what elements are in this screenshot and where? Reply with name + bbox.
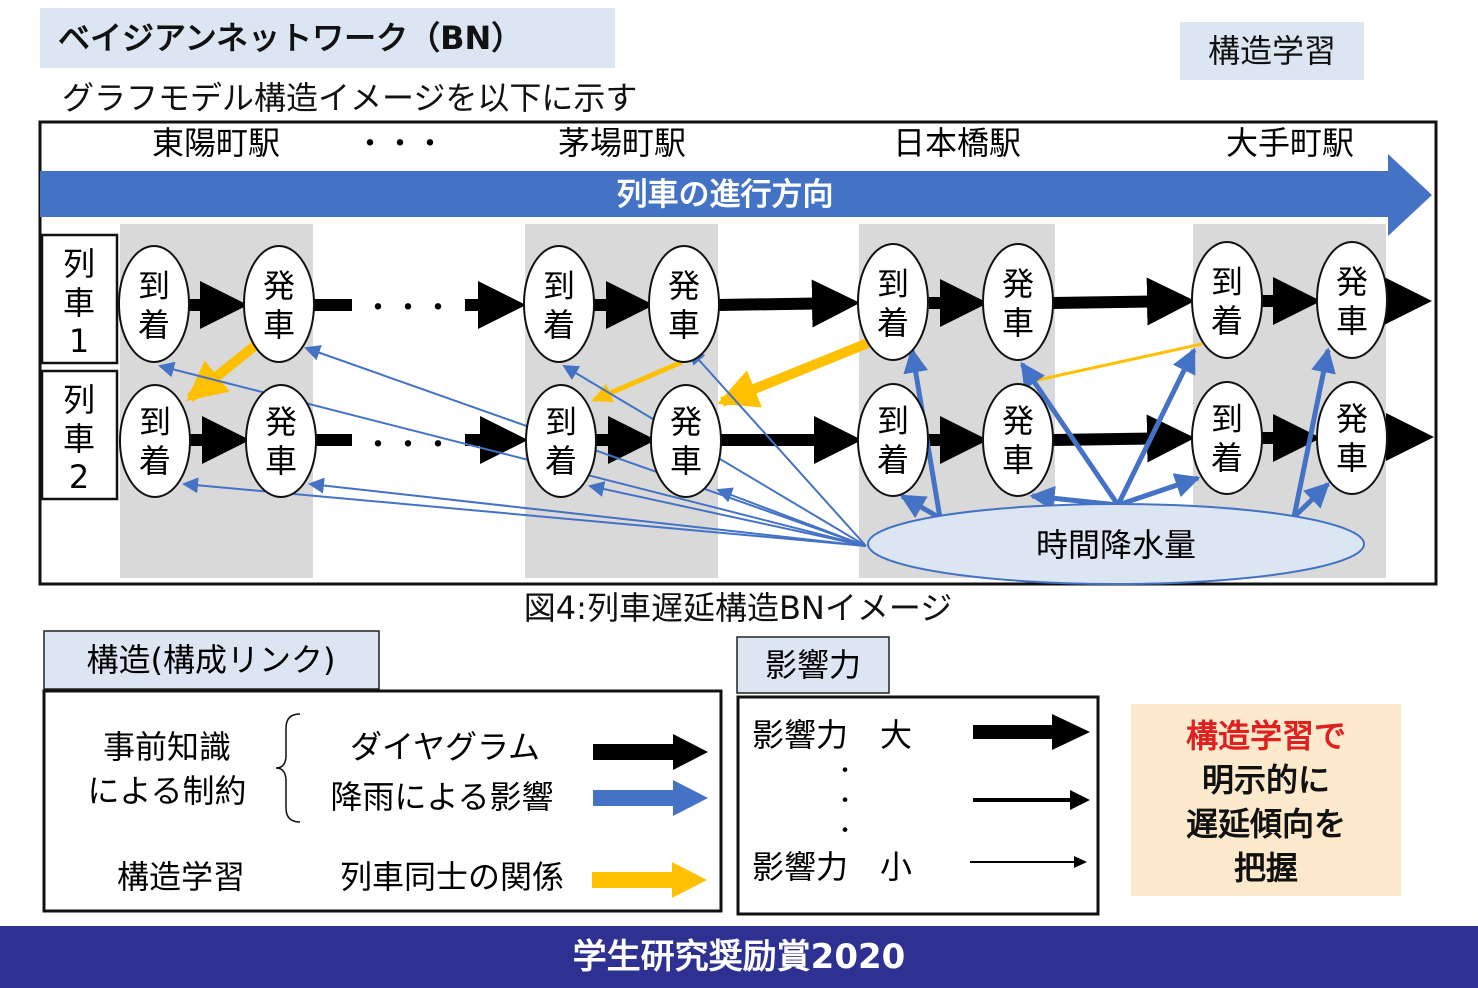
influence-dot: ・ [834, 759, 856, 784]
train-2-label: 車 [63, 420, 95, 458]
train-1-box [40, 233, 119, 365]
route-ellipsis: ・・・ [363, 291, 453, 326]
node-depart: 車 [265, 442, 297, 480]
node-arrive: 着 [1211, 439, 1243, 477]
node-depart: 車 [1336, 302, 1368, 340]
legend-rain-arrow [593, 780, 708, 816]
influence-large-label: 影響力 大 [752, 716, 912, 754]
influence-large-arrow [973, 714, 1090, 750]
node-depart: 発 [1336, 400, 1368, 438]
legend-diagram-arrow [593, 734, 708, 770]
structure-learning-label: 構造学習 [117, 858, 245, 896]
prior-knowledge-label: 事前知識 [103, 728, 231, 766]
station-label: 茅場町駅 [558, 124, 686, 162]
callout-line: 明示的に [1201, 761, 1330, 799]
node-arrive: 着 [139, 442, 171, 480]
influence-dot: ・ [834, 789, 856, 814]
legend-train-relation-arrow [592, 862, 707, 898]
page-title: ベイジアンネットワーク（BN） [40, 8, 615, 68]
diagram-arrows-row1 [189, 277, 1432, 329]
legend-rain-text: 降雨による影響 [330, 778, 553, 816]
node-arrive: 着 [1211, 302, 1243, 340]
node-arrive: 着 [138, 306, 170, 344]
node-arrive: 着 [877, 441, 909, 479]
train-2-label: 2 [69, 458, 89, 496]
direction-arrow [40, 154, 1432, 236]
diagram-frame [38, 120, 1438, 586]
influence-legend-tab [736, 636, 890, 694]
node-arrive: 着 [877, 304, 909, 342]
subtitle: グラフモデル構造イメージを以下に示す [62, 79, 638, 117]
node-arrive: 到 [543, 267, 575, 305]
node-depart: 発 [668, 267, 700, 305]
conclusion-callout: 構造学習で 明示的に 遅延傾向を 把握 [1131, 704, 1401, 896]
influence-small-label: 影響力 小 [752, 848, 912, 886]
node-depart: 車 [1002, 441, 1034, 479]
callout-line: 構造学習で [1185, 717, 1346, 755]
node-depart: 発 [1336, 263, 1368, 301]
legend-train-relation-text: 列車同士の関係 [340, 858, 564, 896]
legend-diagram-text: ダイヤグラム [350, 728, 540, 766]
influence-small-arrow [970, 856, 1087, 868]
node-depart: 発 [1002, 265, 1034, 303]
nodes-row1: 到 着 発 車 到 着 発 車 到 着 発 車 到 着 発 車 [118, 241, 1388, 363]
node-arrive: 到 [877, 265, 909, 303]
node-arrive: 到 [1211, 400, 1243, 438]
node-arrive: 到 [138, 267, 170, 305]
station-label: 日本橋駅 [893, 124, 1021, 162]
node-arrive: 到 [877, 402, 909, 440]
station-ellipsis: ・・・ [355, 127, 445, 162]
node-arrive: 着 [543, 306, 575, 344]
train-2-box [40, 369, 119, 501]
rain-node [867, 503, 1365, 585]
prior-knowledge-label: による制約 [87, 772, 246, 810]
node-depart: 車 [670, 442, 702, 480]
callout-line: 遅延傾向を [1185, 805, 1346, 843]
node-depart: 車 [1002, 304, 1034, 342]
node-arrive: 到 [139, 403, 171, 441]
influence-medium-arrow [973, 790, 1090, 810]
structure-legend-tab [43, 630, 380, 690]
node-arrive: 着 [545, 442, 577, 480]
brace [275, 713, 301, 823]
train-1-label: 1 [69, 322, 89, 360]
node-depart: 発 [265, 403, 297, 441]
influence-legend-label: 影響力 [765, 646, 861, 684]
diagram-arrows-row2 [189, 413, 1434, 464]
callout-line: 把握 [1233, 849, 1298, 887]
node-depart: 発 [670, 403, 702, 441]
train-2-label: 列 [63, 381, 95, 419]
direction-label: 列車の進行方向 [617, 177, 834, 213]
station-label: 東陽町駅 [152, 124, 280, 162]
node-arrive: 到 [545, 403, 577, 441]
node-depart: 車 [668, 306, 700, 344]
station-label: 大手町駅 [1226, 124, 1354, 162]
node-depart: 車 [1336, 439, 1368, 477]
topic-tag: 構造学習 [1180, 22, 1364, 80]
node-depart: 発 [263, 267, 295, 305]
node-depart: 発 [1002, 402, 1034, 440]
influence-dot: ・ [834, 819, 856, 844]
node-arrive: 到 [1211, 263, 1243, 301]
train-1-label: 列 [63, 245, 95, 283]
rain-node-label: 時間降水量 [1036, 526, 1196, 564]
node-depart: 車 [263, 306, 295, 344]
nodes-row2: 到 着 発 車 到 着 発 車 到 着 発 車 到 着 発 車 [119, 381, 1388, 498]
train-1-label: 車 [63, 284, 95, 322]
structure-legend-label: 構造(構成リンク) [87, 641, 336, 679]
figure-caption: 図4:列車遅延構造BNイメージ [523, 589, 953, 627]
route-ellipsis: ・・・ [363, 428, 453, 463]
footer-banner: 学生研究奨励賞2020 [0, 926, 1478, 988]
